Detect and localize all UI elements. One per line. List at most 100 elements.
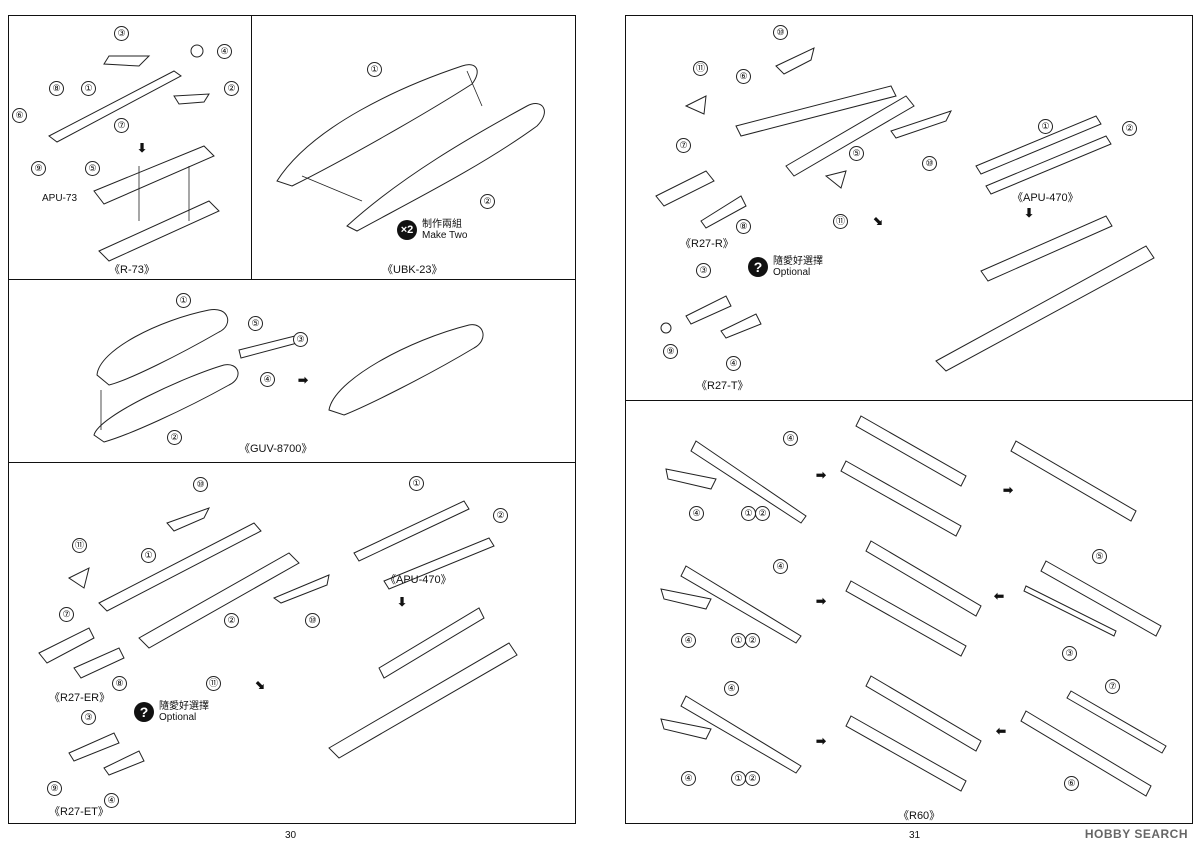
part-6-label: ⑥ xyxy=(12,108,27,123)
part-1-label: ① xyxy=(731,633,746,648)
part-3-label: ③ xyxy=(114,26,129,41)
step-arrow: ⬊ xyxy=(255,678,266,692)
make-two-cn: 制作兩組 xyxy=(422,219,462,230)
part-2-label: ② xyxy=(480,194,495,209)
part-1-label: ① xyxy=(741,506,756,521)
part-2-label: ② xyxy=(745,771,760,786)
apu470-caption: 《APU-470》 xyxy=(1012,192,1079,204)
part-7-label: ⑦ xyxy=(59,607,74,622)
r60-caption: 《R60》 xyxy=(898,810,941,822)
make-two-badge: ×2 xyxy=(397,220,417,240)
part-5-label: ⑤ xyxy=(849,146,864,161)
part-4-label: ④ xyxy=(681,633,696,648)
apu470-caption: 《APU-470》 xyxy=(385,574,452,586)
r27r-drawing xyxy=(655,47,1155,372)
part-2-label: ② xyxy=(755,506,770,521)
part-8-label: ⑧ xyxy=(112,676,127,691)
part-4-label: ④ xyxy=(726,356,741,371)
ubk23-caption: 《UBK-23》 xyxy=(382,264,443,276)
guv8700-drawing xyxy=(93,309,484,443)
step-arrow: ➡ xyxy=(816,734,827,748)
part-4-label: ④ xyxy=(773,559,788,574)
part-1-label: ① xyxy=(141,548,156,563)
panel-r27r: ⑩ ⑪ ⑥ ⑦ ⑤ ⑩ ⑧ ⑪ ① ② ③ ⑨ ④ 《R27-R》 《R27-T… xyxy=(625,15,1193,401)
optional-en: Optional xyxy=(773,267,811,278)
part-11-label: ⑪ xyxy=(72,538,87,553)
r60-drawing xyxy=(660,415,1167,797)
watermark-logo: HOBBY SEARCH xyxy=(1084,827,1188,841)
r27er-caption: 《R27-ER》 xyxy=(49,692,111,704)
ubk23-drawing xyxy=(276,64,545,232)
part-9-label: ⑨ xyxy=(663,344,678,359)
optional-cn: 隨愛好選擇 xyxy=(773,256,823,267)
part-9-label: ⑨ xyxy=(47,781,62,796)
part-1-label: ① xyxy=(176,293,191,308)
part-10-label: ⑩ xyxy=(922,156,937,171)
part-11-label: ⑪ xyxy=(206,676,221,691)
part-1-label: ① xyxy=(367,62,382,77)
part-2-label: ② xyxy=(224,613,239,628)
part-10-label: ⑩ xyxy=(305,613,320,628)
part-7-label: ⑦ xyxy=(114,118,129,133)
part-5-label: ⑤ xyxy=(85,161,100,176)
r27et-caption: 《R27-ET》 xyxy=(49,806,109,818)
r27t-caption: 《R27-T》 xyxy=(696,380,749,392)
page-number-left: 30 xyxy=(285,830,297,841)
part-11-label: ⑪ xyxy=(693,61,708,76)
part-3-label: ③ xyxy=(293,332,308,347)
optional-en: Optional xyxy=(159,712,197,723)
panel-r73: ③ ④ ⑧ ① ② ⑥ ⑦ ⑨ ⑤ ⬇ APU-73 《R-73》 xyxy=(8,15,252,280)
step-arrow: ⬅ xyxy=(996,724,1007,738)
page-number-right: 31 xyxy=(909,830,921,841)
part-6-label: ⑥ xyxy=(736,69,751,84)
part-6-label: ⑥ xyxy=(1064,776,1079,791)
part-7-label: ⑦ xyxy=(676,138,691,153)
step-arrow: ➡ xyxy=(298,373,309,387)
step-arrow: ➡ xyxy=(1003,483,1014,497)
part-11-label: ⑪ xyxy=(833,214,848,229)
step-arrow: ⬇ xyxy=(137,141,148,155)
part-4-label: ④ xyxy=(681,771,696,786)
part-2-label: ② xyxy=(167,430,182,445)
part-3-label: ③ xyxy=(1062,646,1077,661)
step-arrow: ➡ xyxy=(816,594,827,608)
part-1-label: ① xyxy=(81,81,96,96)
make-two-en: Make Two xyxy=(422,230,468,241)
part-2-label: ② xyxy=(745,633,760,648)
part-3-label: ③ xyxy=(696,263,711,278)
step-arrow: ⬊ xyxy=(873,214,884,228)
part-3-label: ③ xyxy=(81,710,96,725)
r73-caption: 《R-73》 xyxy=(109,264,155,276)
part-4-label: ④ xyxy=(260,372,275,387)
part-5-label: ⑤ xyxy=(1092,549,1107,564)
step-arrow: ⬇ xyxy=(397,595,408,609)
part-4-label: ④ xyxy=(689,506,704,521)
step-arrow: ➡ xyxy=(816,468,827,482)
part-7-label: ⑦ xyxy=(1105,679,1120,694)
part-4-label: ④ xyxy=(783,431,798,446)
part-4-label: ④ xyxy=(104,793,119,808)
panel-r27er: ⑩ ① ⑪ ② ⑦ ⑧ ⑪ ③ ⑨ ④ ① ② ⑩ 《R27-ER》 《R27-… xyxy=(8,462,576,824)
optional-cn: 隨愛好選擇 xyxy=(159,701,209,712)
part-4-label: ④ xyxy=(217,44,232,59)
r27r-caption: 《R27-R》 xyxy=(680,238,734,250)
part-1-label: ① xyxy=(1038,119,1053,134)
r27er-drawing xyxy=(38,500,518,776)
part-5-label: ⑤ xyxy=(248,316,263,331)
panel-guv8700: ① ⑤ ③ ④ ② ➡ 《GUV-8700》 xyxy=(8,279,576,463)
part-1-label: ① xyxy=(731,771,746,786)
part-2-label: ② xyxy=(493,508,508,523)
part-9-label: ⑨ xyxy=(31,161,46,176)
guv8700-caption: 《GUV-8700》 xyxy=(239,443,313,455)
step-arrow: ⬇ xyxy=(1024,206,1035,220)
panel-r60: ④ ④ ① ② ④ ④ ① ② ⑤ ③ ④ ④ ① ② ⑦ ⑥ ➡ ➡ ➡ ⬅ … xyxy=(625,400,1193,824)
apu73-label: APU-73 xyxy=(42,193,78,204)
part-8-label: ⑧ xyxy=(49,81,64,96)
part-10-label: ⑩ xyxy=(193,477,208,492)
part-8-label: ⑧ xyxy=(736,219,751,234)
part-2-label: ② xyxy=(224,81,239,96)
part-10-label: ⑩ xyxy=(773,25,788,40)
